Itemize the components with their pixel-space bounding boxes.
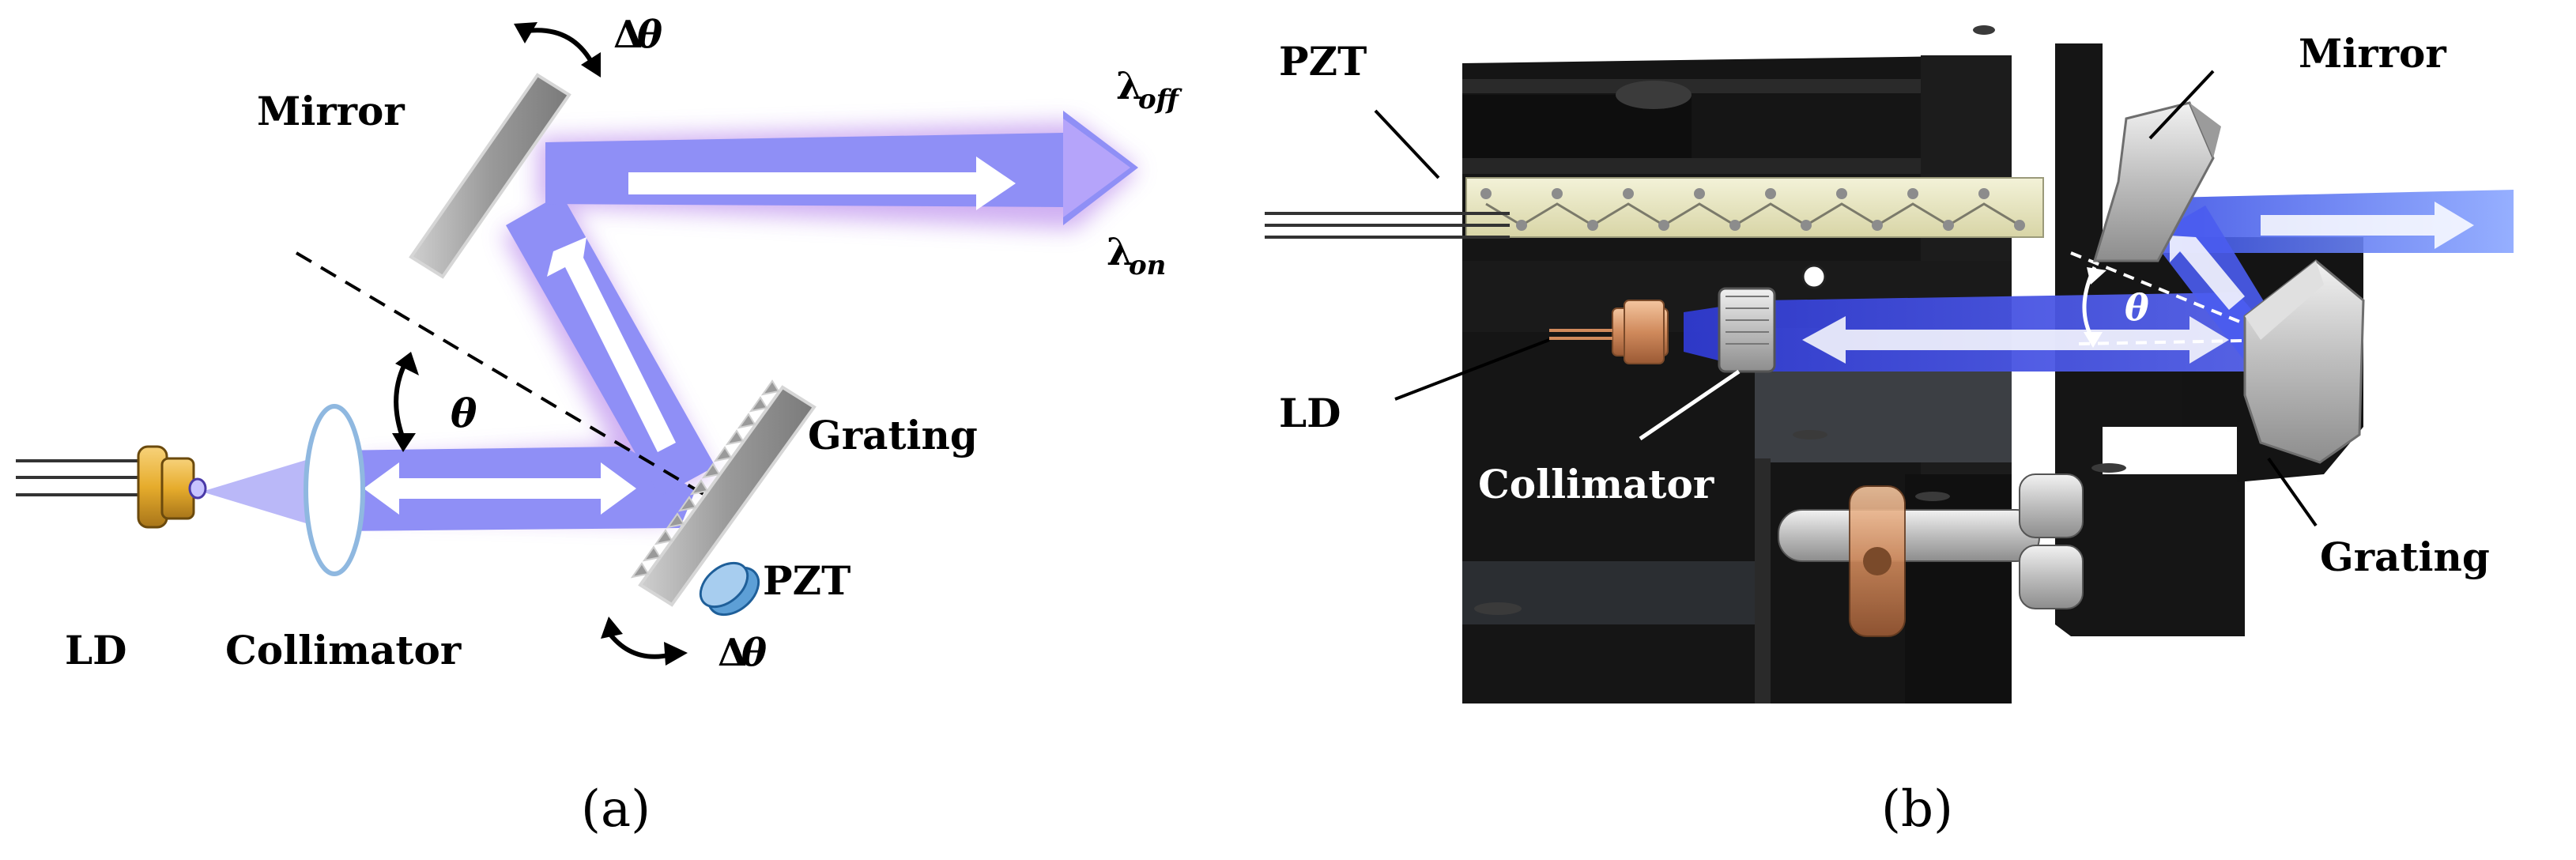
grating-normal-line [295, 251, 709, 498]
grating-delta-theta-label: Δ θ [718, 631, 767, 675]
white-arrow-icon [1802, 202, 2474, 364]
delta-symbol: Δ [613, 13, 643, 57]
laser-diode [16, 445, 207, 529]
set-screw [1801, 264, 1827, 289]
diverging-beam [202, 452, 332, 531]
laser-diode-b [1549, 300, 1669, 364]
arrowhead-icon [392, 22, 688, 666]
mirror-label: Mirror [257, 88, 405, 134]
grating-label: Grating [808, 412, 978, 458]
collimator-lens [304, 404, 365, 576]
lower-rod [1778, 473, 2084, 637]
ld-label-b: LD [1279, 390, 1341, 436]
lambda-off-subscript: off [1138, 84, 1183, 115]
pzt-stack [1265, 177, 2044, 239]
arrowhead-icon [2084, 332, 2103, 348]
delta-symbol: Δ [718, 631, 747, 675]
mirror-delta-theta-label: Δ θ [613, 13, 662, 57]
grating-label-b: Grating [2320, 534, 2490, 580]
collimator-leader-line [1639, 369, 1741, 441]
ld-label: LD [65, 627, 127, 673]
mirror-block [2092, 101, 2221, 262]
collimator-label-b: Collimator [1478, 461, 1714, 507]
caption-b: (b) [1881, 780, 1953, 839]
panel-a: Mirror Grating Collimator LD PZT θ Δ θ Δ… [16, 13, 1183, 839]
pzt-label-b: PZT [1279, 38, 1367, 85]
leader-lines [1374, 70, 2318, 527]
mirror-optic [409, 73, 571, 279]
lambda-on-label: λ on [1107, 230, 1166, 281]
lambda-off-label: λ off [1116, 64, 1183, 115]
lambda-symbol: λ [1116, 64, 1143, 108]
arrowhead-icon [2087, 267, 2106, 285]
lambda-on-subscript: on [1129, 250, 1166, 281]
collimator-label: Collimator [225, 627, 462, 673]
pzt-disk [699, 561, 760, 617]
collimator-tube [1718, 287, 1776, 373]
output-beam-tip-glow [1063, 119, 1130, 217]
delta-theta-symbol: θ [741, 631, 767, 675]
white-arrow-icon [364, 157, 1016, 515]
theta-label-b: θ [2125, 286, 2149, 329]
grating-block [2243, 259, 2365, 464]
lambda-symbol: λ [1107, 230, 1133, 274]
panel-b: PZT Mirror LD Collimator Grating θ (b) [1265, 25, 2514, 839]
mirror-label-b: Mirror [2299, 30, 2446, 77]
grating-optic [630, 379, 817, 607]
theta-label: θ [451, 390, 477, 436]
caption-a: (a) [581, 780, 651, 839]
delta-theta-symbol: θ [637, 13, 662, 57]
pzt-label: PZT [763, 557, 850, 604]
